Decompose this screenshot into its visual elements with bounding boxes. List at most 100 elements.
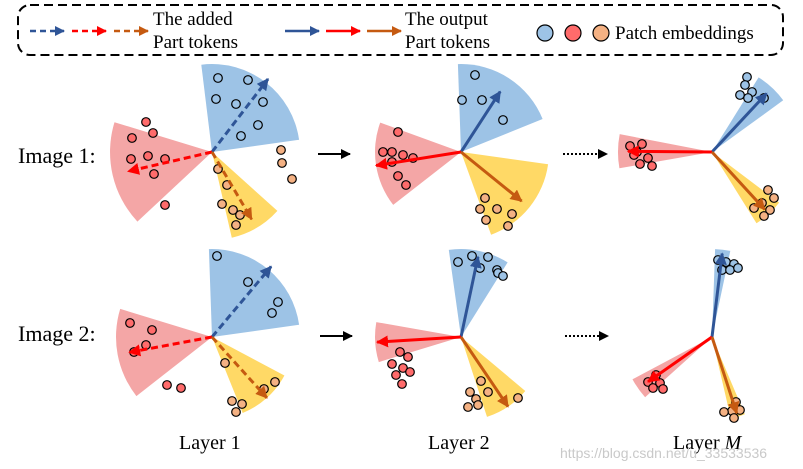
part-token-arrow-red (127, 150, 213, 175)
patch-embedding-dot (465, 387, 475, 397)
part-token-arrow-red (374, 150, 462, 170)
part-token-arrow-yellow (210, 151, 253, 221)
patch-embedding-dot (467, 251, 477, 261)
patch-embedding-dot (503, 221, 513, 231)
patch-embedding-dot (625, 141, 635, 151)
panel-image1-layer2 (374, 64, 549, 235)
patch-embedding-dot (160, 200, 170, 210)
patch-embedding-dot (387, 147, 397, 157)
patch-embedding-dot (213, 73, 223, 83)
part-token-arrow-red (128, 335, 213, 357)
sector-panels (110, 64, 784, 423)
legend-added-label-line1: The added (153, 9, 233, 30)
patch-embedding-dot (243, 277, 253, 287)
legend-output-label-line1: The output (405, 9, 489, 30)
patch-embedding-dot (453, 257, 463, 267)
patch-embedding-dot (769, 193, 779, 203)
patch-embedding-dot (481, 215, 491, 225)
patch-embedding-dot (405, 367, 415, 377)
panel-image2-layer2 (375, 249, 526, 417)
patch-embedding-dot (212, 251, 222, 261)
patch-embedding-dot (258, 97, 268, 107)
part-token-arrow-yellow (210, 335, 269, 399)
red-sector (110, 122, 212, 222)
part-token-arrow-blue (210, 78, 270, 153)
patch-embedding-dot (635, 159, 645, 169)
legend-red-dot (564, 24, 582, 42)
patch-embedding-dot (637, 139, 647, 149)
legend-orange-dot (592, 24, 610, 42)
patch-embedding-dot (719, 407, 729, 417)
column-label-layer-1: Layer 1 (179, 432, 241, 454)
part-token-arrow-blue (459, 255, 482, 338)
patch-embedding-dot (457, 95, 467, 105)
part-token-arrow-red (376, 335, 462, 348)
patch-embedding-dot (492, 204, 502, 214)
patch-embedding-dot (378, 147, 388, 157)
patch-embedding-dot (729, 413, 739, 423)
part-token-arrow-yellow (710, 150, 766, 211)
patch-embedding-dot (287, 174, 297, 184)
patch-embedding-dot (647, 161, 657, 171)
patch-embedding-dot (235, 210, 245, 220)
row-label-image-1: Image 1: (18, 143, 96, 168)
row-label-image-2: Image 2: (18, 321, 96, 346)
patch-embedding-dot (740, 80, 750, 90)
patch-embedding-dot (765, 205, 775, 215)
patch-embedding-dot (763, 185, 773, 195)
patch-embedding-dot (759, 211, 769, 221)
patch-embedding-dot (658, 384, 668, 394)
patch-embedding-dot (211, 94, 221, 104)
part-token-arrow-blue (459, 90, 502, 153)
legend-output-label-line2: Part tokens (405, 32, 490, 53)
patch-embedding-dot (643, 153, 653, 163)
patch-embedding-dot (277, 158, 287, 168)
column-label-layer-m-italic: M (724, 432, 743, 454)
column-label-layer-m: Layer M (673, 432, 743, 454)
patch-embedding-dot (483, 252, 493, 262)
patch-embedding-dot (507, 209, 517, 219)
patch-embedding-dot (393, 171, 403, 181)
legend-patch-label: Patch embeddings (615, 23, 754, 44)
patch-embedding-dot (259, 384, 269, 394)
patch-embedding-dot (475, 204, 485, 214)
patch-embedding-dot (733, 263, 743, 273)
patch-embedding-dot (742, 72, 752, 82)
patch-embedding-dot (387, 359, 397, 369)
patch-embedding-dot (143, 151, 153, 161)
yellow-sector (212, 152, 278, 238)
patch-embedding-dot (147, 325, 157, 335)
patch-embedding-dot (126, 154, 136, 164)
part-token-arrow-blue (210, 265, 273, 338)
patch-embedding-dot (231, 99, 241, 109)
patch-embedding-dot (127, 133, 137, 143)
legend-added-label-line2: Part tokens (153, 32, 238, 53)
part-token-arrow-red (647, 335, 713, 383)
blue-sector (201, 64, 300, 152)
patch-embedding-dot (236, 131, 246, 141)
red-sector (375, 122, 461, 205)
patch-embedding-dot (231, 407, 241, 417)
patch-embedding-dot (231, 220, 241, 230)
patch-embedding-dot (473, 400, 483, 410)
yellow-sector (461, 152, 549, 235)
red-sector (116, 308, 212, 397)
patch-embedding-dot (227, 396, 237, 406)
patch-embedding-dot (393, 127, 403, 137)
patch-embedding-dot (397, 379, 407, 389)
patch-embedding-dot (149, 169, 159, 179)
patch-embedding-dot (498, 271, 508, 281)
patch-embedding-dot (476, 376, 486, 386)
patch-embedding-dot (483, 387, 493, 397)
part-token-arrow-yellow (459, 336, 510, 408)
panel-image2-layer-m (632, 249, 745, 423)
patch-embedding-dot (477, 95, 487, 105)
blue-sector (208, 249, 300, 337)
yellow-sector (461, 337, 526, 417)
patch-embedding-dot (273, 297, 283, 307)
patch-embedding-dot (391, 370, 401, 380)
patch-embedding-dot (270, 377, 280, 387)
watermark: https://blog.csdn.net/u_33533536 (560, 445, 767, 461)
patch-embedding-dot (513, 393, 523, 403)
